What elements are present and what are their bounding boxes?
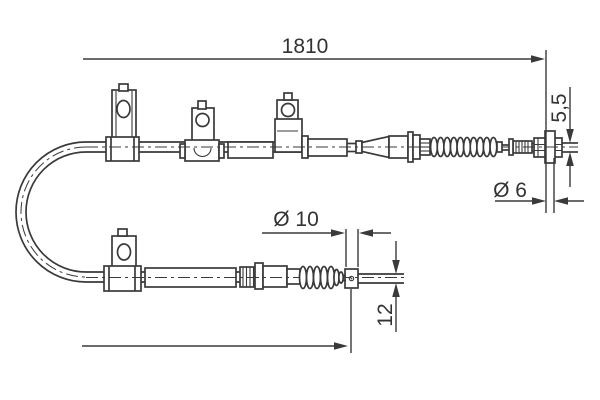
housing-tube-1	[227, 141, 274, 159]
centerline-bend	[20, 146, 87, 278]
arrowhead-right	[331, 229, 345, 237]
bracket-tab	[283, 92, 293, 101]
arrowhead-right	[531, 55, 545, 63]
sleeve-collar	[218, 143, 225, 159]
housing-cylinder	[144, 267, 237, 288]
u-bend-inner-edge	[25, 151, 87, 273]
bellows-rib	[319, 265, 329, 290]
bracket-hole	[116, 99, 131, 119]
spring-coil	[489, 136, 498, 158]
arrowhead-up	[392, 283, 400, 297]
dim-label-pin-diameter: Ø 6	[493, 179, 527, 202]
spring-end-cap	[496, 141, 503, 153]
arrowhead-left	[554, 197, 568, 205]
mount-bracket-3	[274, 92, 303, 153]
arrowhead-down	[392, 260, 400, 274]
outer-housing	[144, 262, 301, 290]
bellows-rib	[312, 265, 322, 290]
mount-bracket-2	[179, 100, 225, 162]
bellows-rib	[305, 265, 315, 290]
bracket-hole	[116, 243, 132, 261]
arrowhead-down	[566, 129, 574, 143]
dim-lower-datum	[82, 289, 352, 353]
pin-hole	[348, 275, 355, 282]
boot-disc	[337, 271, 345, 284]
sleeve-collar	[179, 143, 186, 159]
bracket-tab	[197, 100, 207, 110]
bellows-rib	[298, 265, 308, 290]
clamp-strap	[193, 147, 212, 157]
dim-nipple-diameter: Ø 10	[262, 208, 391, 267]
mount-bracket-4	[103, 228, 142, 292]
cable-nipple-end	[344, 268, 404, 289]
bracket-hole	[280, 102, 296, 118]
dim-label-nipple-diameter: Ø 10	[273, 208, 319, 231]
flange-ring	[508, 138, 514, 156]
housing-step	[286, 268, 301, 285]
upper-cable-run	[86, 83, 578, 164]
u-bend-outer-edge	[15, 141, 87, 283]
cable-sleeve	[184, 139, 220, 162]
arrowhead-left	[359, 229, 373, 237]
cable-u-bend	[15, 141, 87, 283]
arrowhead-right	[334, 342, 348, 350]
centerlines	[20, 146, 578, 278]
dim-label-nipple-length: 12	[374, 303, 397, 326]
bellows-boot	[298, 265, 346, 290]
dim-end-thickness: 5,5	[548, 87, 574, 187]
bracket-tab	[117, 228, 128, 237]
mount-bracket-1	[105, 83, 140, 162]
flange-ring	[254, 262, 264, 290]
dim-label-end-thickness: 5,5	[548, 93, 571, 122]
arrowhead-up	[566, 152, 574, 166]
dim-nipple-length: 12	[374, 241, 400, 332]
protection-spring	[429, 136, 514, 158]
housing-cylinder	[262, 265, 288, 288]
housing-cylinder	[227, 141, 274, 159]
dim-total-length: 1810	[83, 35, 547, 213]
bracket-tab	[118, 83, 129, 92]
pin-center	[350, 277, 353, 280]
lower-cable-run	[86, 228, 404, 292]
dim-label-total-length: 1810	[282, 35, 329, 58]
arrowhead-right	[532, 197, 546, 205]
dim-pin-diameter: Ø 6	[493, 158, 584, 213]
bracket-hole	[195, 112, 210, 128]
